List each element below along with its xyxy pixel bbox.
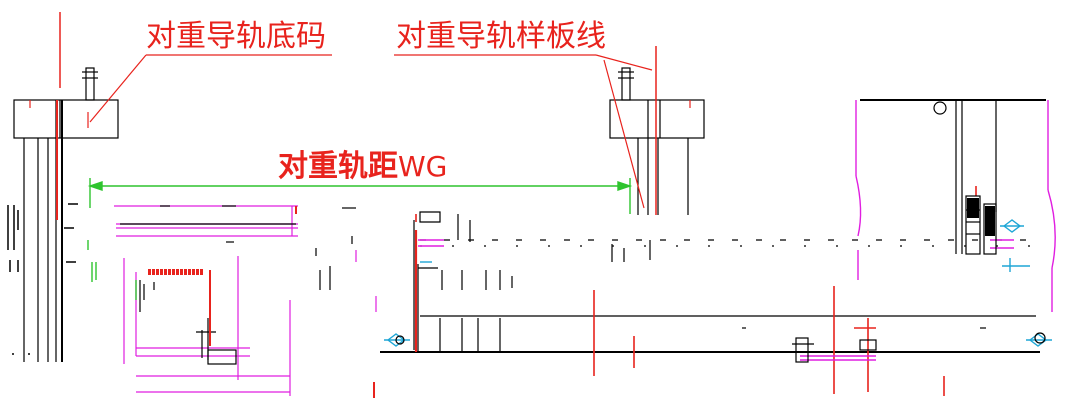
buffer-block-left xyxy=(965,195,981,255)
counterweight-rail-template-line-label: 对重导轨样板线 xyxy=(396,19,606,54)
car-plan-magenta-lines xyxy=(418,100,1056,361)
center-red-blocks xyxy=(148,206,375,398)
right-rail-red-lines xyxy=(394,46,691,215)
car-plan-outline xyxy=(380,214,1040,353)
center-green-ticks xyxy=(95,262,137,300)
center-section-frame xyxy=(114,205,377,396)
right-upper-structure xyxy=(860,99,1046,255)
right-bolt xyxy=(621,67,631,101)
wg-dimension-line xyxy=(87,178,633,282)
rail-clips xyxy=(384,219,1052,347)
pulley-icon xyxy=(933,101,947,115)
center-section-details xyxy=(120,205,356,365)
right-upper-fill xyxy=(967,198,995,236)
buffer-block-right xyxy=(983,203,997,255)
left-bolt xyxy=(85,67,95,101)
counterweight-rail-gauge-label: 对重轨距WG xyxy=(278,149,447,184)
left-rail-red-lines xyxy=(29,12,332,220)
right-bracket-plate xyxy=(609,99,705,139)
counterweight-rail-base-label: 对重导轨底码 xyxy=(146,19,326,54)
car-plan-red-lines xyxy=(414,186,977,396)
car-plan-small-parts xyxy=(395,211,1046,363)
right-rail-bracket xyxy=(609,67,705,215)
rail-gauge-code: WG xyxy=(398,150,447,183)
left-bracket-plate xyxy=(13,99,119,139)
rail-gauge-cn: 对重轨距 xyxy=(278,149,398,184)
left-rail-bracket xyxy=(13,67,119,362)
car-plan-dashed-line xyxy=(420,239,1036,247)
left-hatch-marks xyxy=(7,203,78,355)
